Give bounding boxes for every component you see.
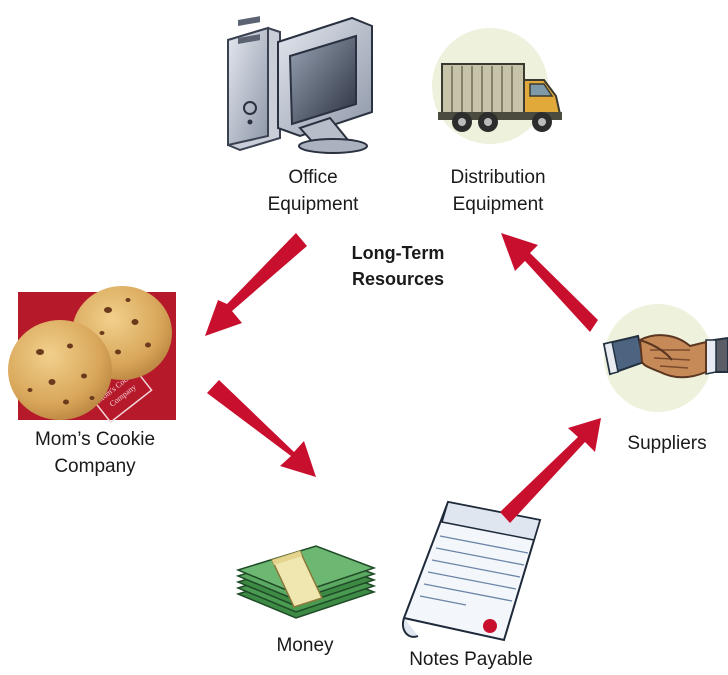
diagram-title: Long-Term Resources [318,240,478,292]
distribution-label-line-1: Distribution [450,167,546,188]
suppliers-label: Suppliers [608,430,726,457]
arrow-company-to-money [207,380,316,477]
promissory-note-icon [402,500,542,642]
money-label-text: Money [276,635,334,656]
office-label-line-1: Office [288,167,338,188]
company-label: Mom’s Cookie Company [10,426,180,480]
distribution-equipment-label: Distribution Equipment [424,164,572,218]
arrow-office-to-company [205,233,307,336]
office-label-line-2: Equipment [267,194,359,215]
suppliers-label-text: Suppliers [627,433,707,454]
distribution-label-line-2: Equipment [452,194,544,215]
arrow-suppliers-to-distribution [501,233,598,332]
notes-label-text: Notes Payable [409,649,533,670]
company-label-line-1: Mom’s Cookie [34,429,156,450]
computer-icon [227,16,373,154]
money-label: Money [250,632,360,659]
title-line-1: Long-Term [351,243,445,263]
title-line-2: Resources [351,269,445,289]
handshake-icon [602,304,728,412]
notes-payable-label: Notes Payable [386,646,556,673]
company-label-line-2: Company [54,456,136,477]
money-stack-icon [235,545,377,619]
cookie-box-icon: Mom's Cookie Company [8,286,176,424]
truck-icon [432,28,562,144]
office-equipment-label: Office Equipment [248,164,378,218]
arrow-notes-to-suppliers [500,418,601,523]
